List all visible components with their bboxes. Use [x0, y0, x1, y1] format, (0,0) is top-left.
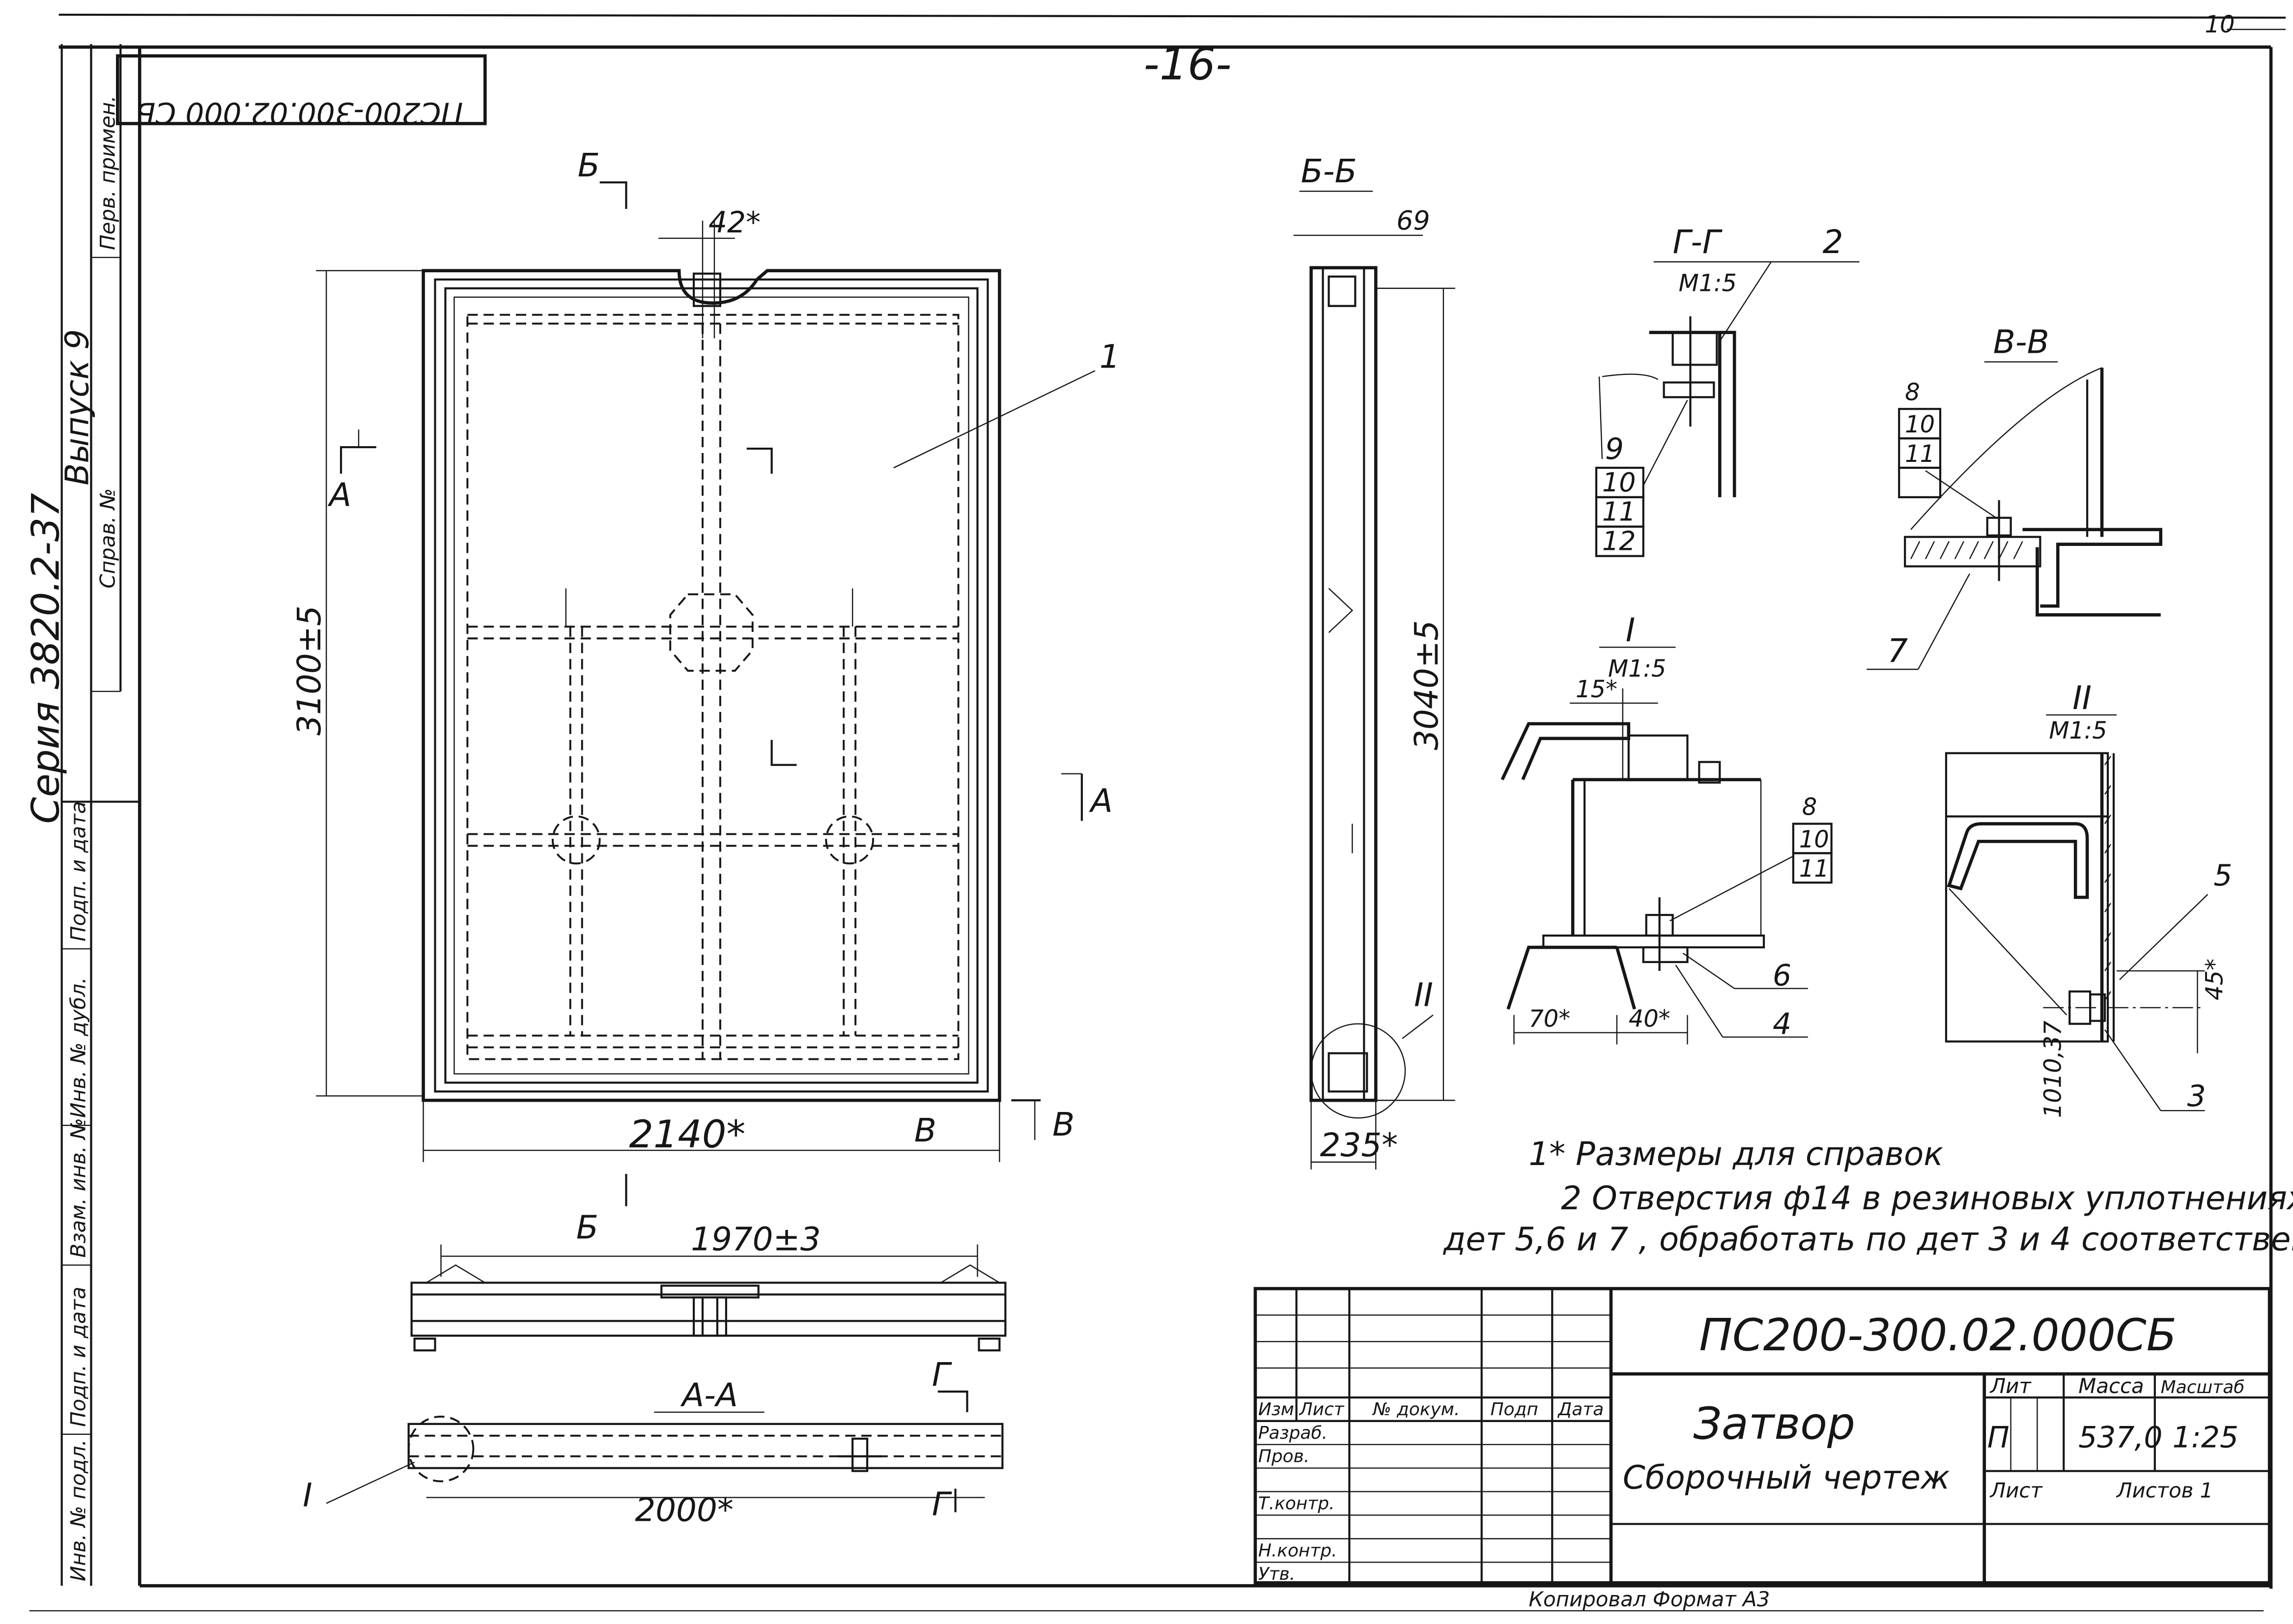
tb-mass-hdr: Масса	[2078, 1374, 2144, 1398]
section-aa-callout: I	[303, 1476, 312, 1514]
tb-h-date: Дата	[1557, 1399, 1604, 1420]
detail-2	[1945, 714, 2208, 1111]
tb-scale-hdr: Масштаб	[2161, 1377, 2245, 1397]
main-view	[316, 181, 1096, 1206]
detail-2-dim-45: 45*	[2201, 959, 2228, 1000]
tb-scale-val: 1:25	[2173, 1421, 2238, 1455]
top-view-cut-b: Б	[576, 1209, 598, 1247]
series-label: Серия 3820.2-37	[24, 493, 68, 824]
title-block	[1253, 1287, 2271, 1585]
top-view-dim: 1970±3	[691, 1221, 821, 1258]
main-cut-a-left: А	[327, 476, 351, 514]
mirrored-stamp-text: ПС200-300.02.000 СБ	[135, 96, 463, 130]
tb-sheet-lbl: Лист	[1989, 1479, 2043, 1503]
sign-date-label-1: Подп. и дата	[66, 801, 90, 941]
tb-bottom-note: Копировал Формат А3	[1529, 1587, 1770, 1611]
section-bb-title: Б-Б	[1301, 152, 1357, 190]
section-bb-dim-bottom: 235*	[1320, 1126, 1398, 1164]
section-aa-cut-g-top: Г	[932, 1356, 952, 1394]
tb-h-izm: Изм	[1258, 1399, 1294, 1420]
section-bb-dim-top: 69	[1396, 205, 1430, 236]
title-name-1: Затвор	[1693, 1398, 1855, 1450]
detail-1-scale: М1:5	[1608, 655, 1666, 683]
section-gg-title: Г-Г	[1673, 223, 1723, 261]
section-vv-title: В-В	[1993, 323, 2049, 361]
note-2-line-2: дет 5,6 и 7 , обработать по дет 3 и 4 со…	[1443, 1221, 2293, 1258]
section-vv-b10: 10	[1905, 411, 1935, 438]
tb-r-razrab: Разраб.	[1258, 1423, 1328, 1443]
section-aa	[326, 1390, 1004, 1512]
detail-1	[1500, 647, 1833, 1045]
title-name-2: Сборочный чертеж	[1623, 1459, 1950, 1497]
note-1: 1* Размеры для справок	[1529, 1135, 1943, 1173]
detail-2-b5: 5	[2213, 858, 2232, 893]
tb-lit-hdr: Лит	[1989, 1374, 2032, 1398]
section-gg-scale: М1:5	[1678, 270, 1736, 297]
section-gg-b11: 11	[1602, 496, 1636, 527]
section-aa-cut-g-bot: Г	[932, 1485, 952, 1523]
tb-h-list: Лист	[1299, 1399, 1345, 1420]
main-cut-a-right: А	[1089, 782, 1113, 820]
corner-number: 10	[2205, 11, 2235, 38]
section-vv	[1867, 361, 2163, 670]
detail-1-b11: 11	[1799, 855, 1829, 883]
tb-sheets-lbl: Листов 1	[2116, 1479, 2213, 1503]
section-gg-b2: 2	[1823, 223, 1843, 261]
page-number: -16-	[1144, 39, 1232, 90]
title-designation: ПС200-300.02.000СБ	[1699, 1310, 2177, 1361]
detail-1-dim-angle: 15*	[1576, 676, 1617, 703]
section-bb	[1293, 190, 1455, 1169]
section-vv-b8: 8	[1905, 379, 1920, 406]
tb-h-doc: № докум.	[1372, 1399, 1460, 1420]
main-cut-v-left: В	[914, 1111, 936, 1149]
tb-lit-val: П	[1987, 1421, 2010, 1455]
detail-1-dim-70: 70*	[1529, 1006, 1570, 1033]
detail-2-title: II	[2072, 679, 2092, 717]
sheet-frame	[29, 13, 2286, 1612]
note-2-line-1: 2 Отверстия ф14 в резиновых уплотнениях	[1561, 1179, 2293, 1217]
tb-r-tkontr: Т.контр.	[1258, 1493, 1335, 1513]
main-dim-top: 42*	[708, 205, 761, 240]
main-balloon-1: 1	[1100, 338, 1120, 375]
section-gg-b9: 9	[1605, 432, 1624, 466]
main-cut-b-top: Б	[578, 146, 600, 184]
inv-dup-label: Инв. № дубл.	[66, 977, 90, 1118]
detail-1-b4: 4	[1773, 1007, 1791, 1042]
tb-r-prov: Пров.	[1258, 1447, 1309, 1467]
section-aa-title: А-А	[680, 1376, 738, 1414]
main-dim-height: 3100±5	[290, 605, 328, 736]
tb-h-sign: Подп	[1491, 1399, 1538, 1420]
tb-r-utv: Утв.	[1258, 1564, 1295, 1584]
side-strip	[60, 44, 140, 1586]
tb-r-nkontr: Н.контр.	[1258, 1540, 1337, 1561]
mirrored-stamp-box	[116, 54, 487, 125]
section-gg-b12: 12	[1602, 526, 1636, 557]
section-vv-b11: 11	[1905, 441, 1935, 468]
section-bb-callout: II	[1414, 976, 1433, 1014]
detail-2-dim-side: 1010,37	[2039, 1021, 2067, 1118]
detail-1-b10: 10	[1799, 826, 1829, 853]
detail-1-dim-40: 40*	[1629, 1006, 1670, 1033]
issue-label: Выпуск 9	[58, 329, 96, 485]
section-vv-b7: 7	[1887, 632, 1908, 670]
detail-1-title: I	[1626, 611, 1635, 649]
detail-1-b8: 8	[1802, 794, 1817, 821]
section-bb-dim-height: 3040±5	[1408, 620, 1445, 750]
replace-inv-label: Взам. инв. №	[66, 1118, 90, 1257]
section-gg	[1595, 261, 1860, 557]
main-cut-v-right: В	[1052, 1106, 1075, 1143]
inv-orig-label: Инв. № подл.	[66, 1439, 90, 1581]
detail-2-b3: 3	[2187, 1079, 2206, 1113]
reference-label: Справ. №	[95, 488, 119, 589]
detail-1-b6: 6	[1773, 959, 1791, 993]
top-view	[410, 1244, 1007, 1352]
main-dim-width: 2140*	[629, 1112, 745, 1157]
sign-date-label-2: Подп. и дата	[66, 1286, 90, 1426]
first-use-label: Перв. примен.	[95, 95, 119, 250]
detail-2-scale: М1:5	[2049, 717, 2107, 744]
section-gg-b10: 10	[1602, 467, 1636, 498]
tb-mass-val: 537,0	[2078, 1421, 2162, 1455]
section-aa-dim: 2000*	[635, 1491, 733, 1529]
